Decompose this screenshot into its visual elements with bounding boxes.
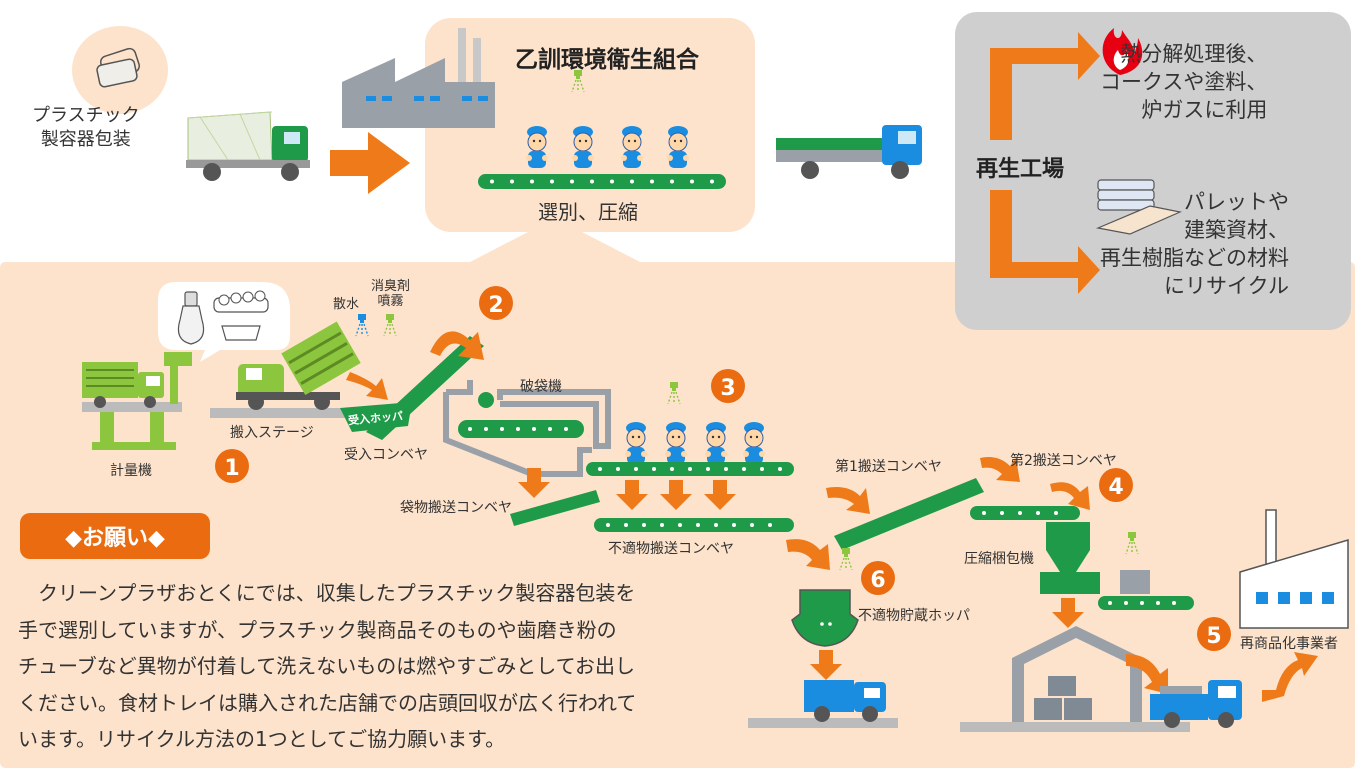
conveyor-2-label: 第2搬送コンベヤ bbox=[1010, 453, 1117, 469]
conveyor-1-label: 第1搬送コンベヤ bbox=[835, 459, 942, 475]
transport-truck-icon bbox=[776, 125, 922, 179]
arrow-to-breaker bbox=[430, 331, 484, 360]
recycle-arrow-down bbox=[990, 190, 1100, 294]
boards-icon bbox=[1095, 179, 1182, 235]
conveyor-2 bbox=[970, 506, 1080, 520]
flame-icon bbox=[1102, 28, 1143, 75]
worker-icon bbox=[664, 421, 688, 465]
arrow-to-recycler bbox=[1262, 652, 1318, 702]
recycler-label: 再商品化事業者 bbox=[1240, 636, 1338, 652]
factory-icon bbox=[342, 28, 495, 128]
unsuitable-conveyor-label: 不適物搬送コンベヤ bbox=[608, 541, 734, 557]
stage-label: 搬入ステージ bbox=[230, 425, 314, 441]
notice-title: ◆お願い◆ bbox=[20, 513, 210, 559]
step-number: 5 bbox=[1206, 624, 1221, 649]
conveyor-1 bbox=[834, 478, 984, 550]
arrow-to-conveyor-1 bbox=[826, 487, 870, 514]
step-number: 1 bbox=[224, 456, 239, 481]
step-number: 4 bbox=[1108, 475, 1123, 500]
unsuitable-hopper-label: 不適物貯蔵ホッパ bbox=[858, 608, 970, 624]
output-text-2: パレットや 建築資材、 再生樹脂などの材料 にリサイクル bbox=[1100, 190, 1289, 298]
step-badge-5: 5 bbox=[1197, 617, 1231, 651]
plastic-container-icon bbox=[96, 47, 141, 88]
dump-truck-icon bbox=[210, 321, 361, 418]
baler-machine bbox=[1040, 522, 1194, 610]
baler-label: 圧縮梱包機 bbox=[964, 551, 1034, 567]
bag-breaker-label: 破袋機 bbox=[520, 379, 562, 395]
arrow-to-truck-5 bbox=[1126, 654, 1168, 694]
source-label: プラスチック 製容器包装 bbox=[32, 105, 140, 150]
step-number: 2 bbox=[488, 293, 503, 318]
recycle-plant-label: 再生工場 bbox=[976, 157, 1065, 182]
recycle-arrow-up bbox=[990, 32, 1100, 140]
spray-deodorant-label: 消臭剤 噴霧 bbox=[371, 279, 411, 309]
waste-bubble bbox=[158, 282, 290, 362]
collection-truck-icon bbox=[186, 111, 310, 181]
receiving-conveyor-label: 受入コンベヤ bbox=[344, 447, 428, 463]
step-badge-6: 6 bbox=[861, 561, 895, 595]
unsuitable-conveyor bbox=[594, 518, 794, 532]
step-badge-4: 4 bbox=[1099, 468, 1133, 502]
weighing-scale-icon bbox=[82, 352, 192, 450]
recycle-plant-box bbox=[955, 12, 1351, 330]
shipping-truck-icon bbox=[1150, 680, 1242, 728]
food-tray-icon bbox=[221, 325, 261, 341]
bottle-icon bbox=[177, 291, 205, 345]
worker-icon bbox=[742, 421, 766, 465]
step-badge-1: 1 bbox=[215, 449, 249, 483]
step-number: 3 bbox=[720, 376, 735, 401]
worker-icon bbox=[525, 125, 549, 169]
worker-icon bbox=[666, 125, 690, 169]
bag-breaker-machine bbox=[443, 380, 611, 477]
output-text-1: 熱分解処理後、 コークスや塗料、 炉ガスに利用 bbox=[1100, 42, 1268, 122]
warehouse-icon bbox=[960, 626, 1190, 732]
arrow-to-baler bbox=[1050, 482, 1090, 510]
recycler-factory-icon bbox=[1239, 509, 1349, 629]
worker-icon bbox=[704, 421, 728, 465]
arrow-to-hopper-6 bbox=[786, 539, 830, 570]
step-badge-3: 3 bbox=[711, 369, 745, 403]
union-process-label: 選別、圧縮 bbox=[538, 200, 638, 224]
worker-icon bbox=[571, 125, 595, 169]
step-number: 6 bbox=[870, 568, 885, 593]
worker-icon bbox=[624, 421, 648, 465]
receiving-conveyor bbox=[366, 336, 484, 440]
spray-water-label: 散水 bbox=[333, 297, 360, 312]
bag-conveyor-label: 袋物搬送コンベヤ bbox=[400, 500, 512, 516]
step-badge-2: 2 bbox=[479, 286, 513, 320]
notice-body: クリーンプラザおとくにでは、収集したプラスチック製容器包装を 手で選別しています… bbox=[18, 581, 637, 751]
disposal-truck-icon bbox=[748, 680, 898, 728]
union-name: 乙訓環境衛生組合 bbox=[515, 47, 699, 73]
bag-conveyor bbox=[510, 490, 600, 526]
water-nozzle-icon bbox=[355, 314, 369, 337]
flow-arrow-to-union bbox=[330, 132, 410, 194]
arrow-to-conveyor-2 bbox=[980, 457, 1020, 482]
arrow-to-hopper bbox=[346, 372, 388, 400]
sorting-conveyor-main bbox=[586, 462, 794, 476]
worker-icon bbox=[620, 125, 644, 169]
egg-carton-icon bbox=[213, 290, 269, 313]
sorting-conveyor bbox=[478, 174, 726, 189]
scale-label: 計量機 bbox=[110, 463, 152, 479]
unsuitable-hopper bbox=[791, 589, 859, 647]
